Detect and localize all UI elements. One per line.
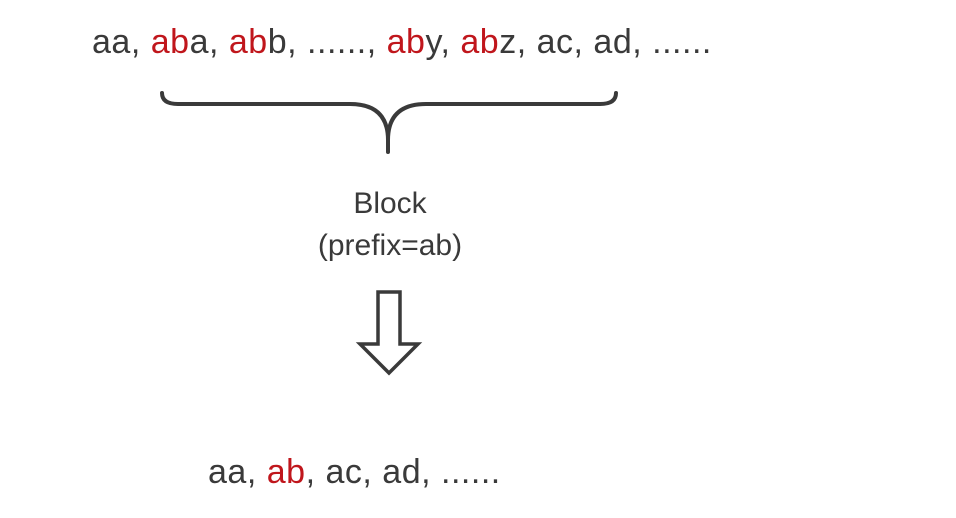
token-text: aa	[92, 23, 131, 61]
token-text: ......	[441, 453, 501, 491]
sequence-token: abb	[229, 23, 287, 61]
token-text: ad	[593, 23, 633, 61]
prefix-highlight: ab	[150, 23, 190, 61]
sequence-token: ad	[382, 453, 421, 491]
token-text: ad	[382, 453, 422, 491]
sequence-token: ab	[267, 453, 306, 491]
sequence-token: aa	[208, 453, 247, 491]
separator: ,	[366, 23, 387, 61]
block-prefix-label: (prefix=ab)	[317, 229, 463, 262]
separator: ,	[632, 23, 653, 61]
token-text: ......	[307, 23, 367, 61]
separator: ,	[362, 453, 383, 491]
bottom-sequence: aa, ab, ac, ad, ......	[0, 450, 956, 494]
curly-brace-icon	[160, 91, 618, 154]
token-text: ac	[325, 453, 363, 491]
sequence-token: ......	[652, 23, 712, 61]
sequence-token: aba	[151, 23, 209, 61]
separator: ,	[573, 23, 594, 61]
separator: ,	[246, 453, 267, 491]
down-arrow-icon	[355, 290, 423, 376]
separator: ,	[516, 23, 537, 61]
token-text: a	[189, 23, 209, 61]
token-text: z	[499, 23, 517, 61]
sequence-token: ......	[307, 23, 367, 61]
separator: ,	[421, 453, 442, 491]
separator: ,	[305, 453, 326, 491]
prefix-highlight: ab	[266, 453, 306, 491]
sequence-token: aby	[387, 23, 441, 61]
sequence-token: ad	[593, 23, 632, 61]
token-text: ac	[536, 23, 574, 61]
sequence-token: ac	[537, 23, 574, 61]
sequence-token: abz	[460, 23, 516, 61]
sequence-token: ......	[441, 453, 501, 491]
token-text: ......	[652, 23, 712, 61]
sequence-token: aa	[92, 23, 131, 61]
separator: ,	[130, 23, 151, 61]
top-sequence: aa, aba, abb, ......, aby, abz, ac, ad, …	[0, 20, 956, 64]
block-title: Block	[353, 187, 427, 220]
prefix-highlight: ab	[460, 23, 500, 61]
separator: ,	[440, 23, 461, 61]
prefix-highlight: ab	[386, 23, 426, 61]
token-text: y	[425, 23, 441, 61]
prefix-highlight: ab	[228, 23, 268, 61]
token-text: aa	[208, 453, 247, 491]
sequence-token: ac	[325, 453, 362, 491]
token-text: b	[267, 23, 288, 61]
separator: ,	[287, 23, 308, 61]
separator: ,	[208, 23, 229, 61]
